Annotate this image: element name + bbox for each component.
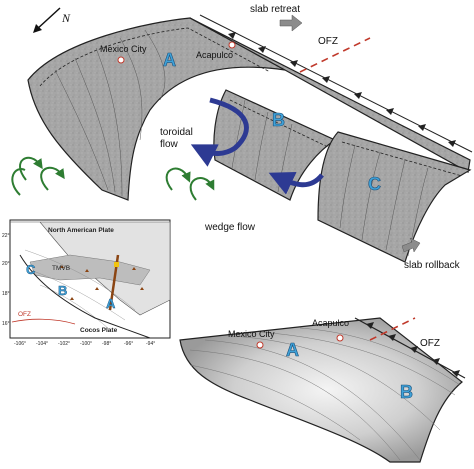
inset-map-segment-c: C xyxy=(26,262,36,277)
acapulco-marker-bottom xyxy=(336,334,344,342)
slab-segment-c xyxy=(317,131,472,263)
slab-retreat-arrow xyxy=(279,14,303,32)
mexico-city-marker-bottom xyxy=(256,341,264,349)
mexico-city-label-top: Mexico City xyxy=(100,44,147,54)
north-label: N xyxy=(61,11,71,25)
mexico-city-label-bottom: Mexico City xyxy=(228,329,275,339)
wedge-flow-label: wedge flow xyxy=(204,222,256,233)
north-arrow: N xyxy=(33,7,71,33)
inset-map-segment-a: A xyxy=(106,296,116,311)
slab-segment-a xyxy=(27,17,286,201)
inset-map-lat-tick: 20° xyxy=(2,261,10,267)
north-arrow-shaft xyxy=(35,7,61,31)
toroidal-flow-label: toroidal flow xyxy=(160,127,196,150)
inset-map-north-american-plate: North American Plate xyxy=(48,227,114,234)
subduction-teeth xyxy=(228,32,456,147)
inset-map: OFZ North American Plate Cocos Plate TMV… xyxy=(2,219,171,347)
bottom-slab-contours xyxy=(189,327,461,461)
inset-map-lat-tick: 18° xyxy=(2,291,10,297)
acapulco-marker-top xyxy=(228,41,236,49)
segment-a-label-bottom: A xyxy=(286,340,299,360)
inset-map-ofz-label: OFZ xyxy=(18,311,31,318)
slab-rollback-arrow xyxy=(401,237,421,253)
inset-map-tmvb-label: TMVB xyxy=(52,265,70,272)
inset-map-tmvb xyxy=(29,254,151,286)
inset-map-lon-tick: -104° xyxy=(36,341,48,347)
inset-map-ofz xyxy=(11,318,76,325)
inset-map-trench xyxy=(19,254,151,339)
segment-c-label-top: C xyxy=(368,174,381,194)
ofz-line-top xyxy=(299,37,371,73)
inset-map-segment-b: B xyxy=(58,283,67,298)
inset-map-volcanoes xyxy=(60,265,144,300)
north-arrow-head xyxy=(33,24,42,33)
inset-map-lon-tick: -98° xyxy=(102,341,111,347)
slab-retreat-label: slab retreat xyxy=(250,4,300,15)
acapulco-label-top: Acapulco xyxy=(196,50,233,60)
trench-top xyxy=(189,14,473,173)
inset-map-lon-tick: -96° xyxy=(124,341,133,347)
ofz-label-top: OFZ xyxy=(318,36,338,47)
mexico-city-marker-top xyxy=(117,56,125,64)
bottom-subduction-teeth xyxy=(366,322,460,377)
wedge-flow-arrows-right xyxy=(165,167,215,201)
inset-map-cocos-plate: Cocos Plate xyxy=(80,327,118,334)
inset-map-lon-tick: -106° xyxy=(14,341,26,347)
acapulco-label-bottom: Acapulco xyxy=(312,318,349,328)
inset-map-contours xyxy=(24,249,136,331)
inset-map-lon-tick: -102° xyxy=(58,341,70,347)
toroidal-flow-arrows xyxy=(190,97,324,195)
segment-b-label-bottom: B xyxy=(400,382,413,402)
wedge-flow-arrows-left xyxy=(11,156,65,196)
slab-rollback-label: slab rollback xyxy=(404,260,461,271)
segment-a-label-top: A xyxy=(163,50,176,70)
inset-map-lat-tick: 22° xyxy=(2,233,10,239)
ofz-label-bottom: OFZ xyxy=(420,338,440,349)
segment-b-label-top: B xyxy=(272,110,285,130)
bottom-slab xyxy=(179,317,466,463)
inset-map-lon-tick: -100° xyxy=(80,341,92,347)
ofz-line-bottom xyxy=(369,317,416,341)
inset-map-lat-tick: 16° xyxy=(2,321,10,327)
inset-map-lon-tick: -94° xyxy=(146,341,155,347)
inset-map-highlight xyxy=(114,262,119,267)
